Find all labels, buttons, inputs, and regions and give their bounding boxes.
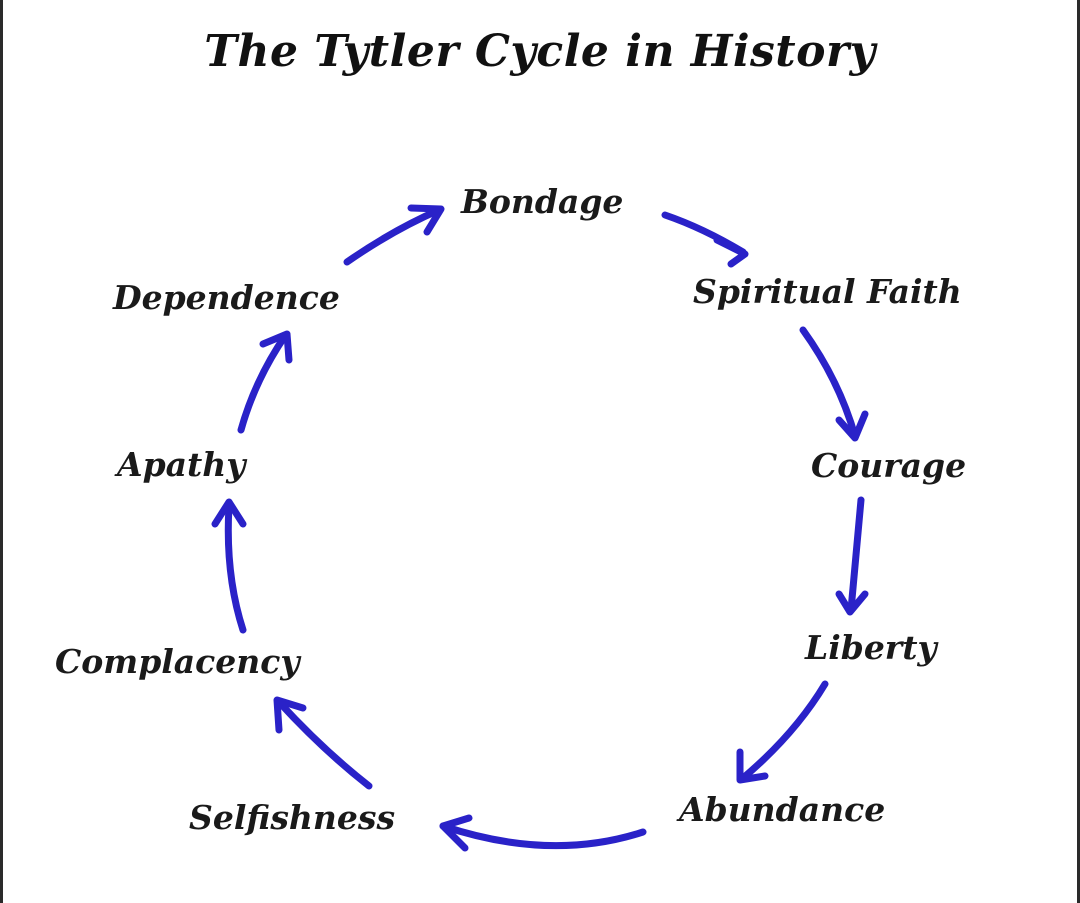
node-selfishness: Selfishness [189,798,396,837]
arrow-courage-to-liberty [835,496,869,616]
arrow-liberty-to-abundance [736,680,829,784]
arrow-bondage-to-spiritual-faith [661,211,749,268]
diagram-title: The Tytler Cycle in History [204,26,876,77]
node-dependence: Dependence [113,278,340,317]
node-liberty: Liberty [805,628,937,667]
node-apathy: Apathy [117,445,246,484]
arrow-selfishness-to-complacency [273,696,373,790]
node-complacency: Complacency [55,642,300,681]
node-spiritual-faith: Spiritual Faith [693,272,962,311]
node-bondage: Bondage [461,182,624,221]
node-abundance: Abundance [679,790,886,829]
arrow-abundance-to-selfishness [439,814,647,852]
cycle-arrows [211,204,869,852]
arrow-complacency-to-apathy [211,498,247,634]
arrow-dependence-to-bondage [343,204,445,266]
node-courage: Courage [811,446,967,485]
arrow-apathy-to-dependence [237,330,293,434]
arrow-spiritual-faith-to-courage [799,326,869,442]
